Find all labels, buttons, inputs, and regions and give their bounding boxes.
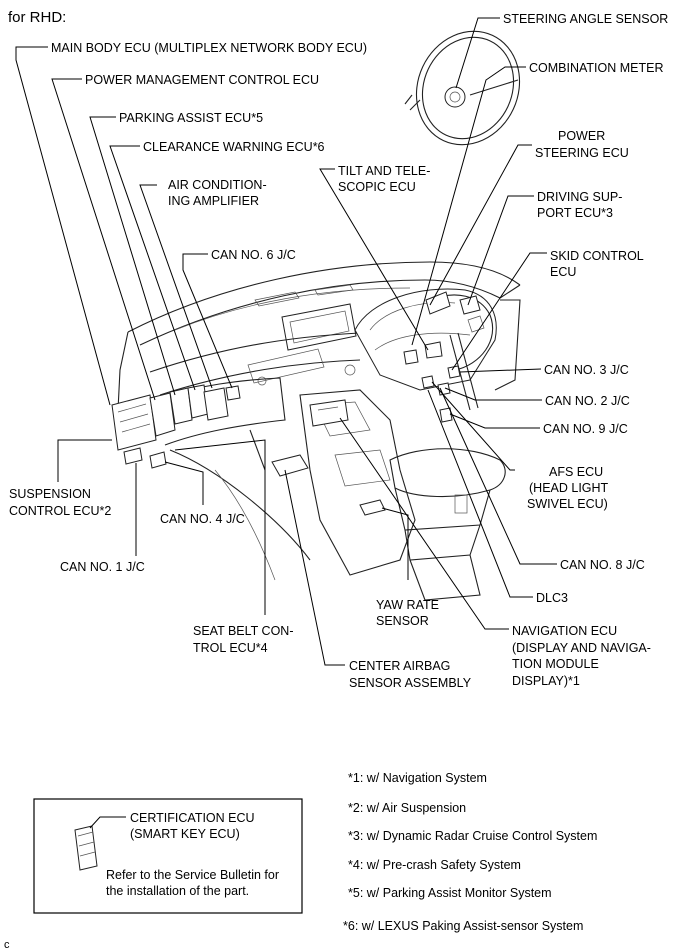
label-can-no4: CAN NO. 4 J/C <box>160 512 245 526</box>
label-dlc3: DLC3 <box>536 591 568 605</box>
label-navigation-2: (DISPLAY AND NAVIGA- <box>512 641 651 655</box>
label-steering-angle-sensor: STEERING ANGLE SENSOR <box>503 12 668 26</box>
label-suspension-1: SUSPENSION <box>9 487 91 501</box>
can-no1-jc-box <box>123 447 143 465</box>
label-yaw-rate-1: YAW RATE <box>376 598 439 612</box>
label-afs-ecu-2: (HEAD LIGHT <box>529 481 609 495</box>
heading: for RHD: <box>8 9 66 26</box>
label-tilt-telescopic-1: TILT AND TELE- <box>338 164 430 178</box>
dashboard-illustration <box>117 261 521 601</box>
label-air-conditioning-1: AIR CONDITION- <box>168 178 267 192</box>
label-air-conditioning-2: ING AMPLIFIER <box>168 194 259 208</box>
label-afs-ecu-3: SWIVEL ECU) <box>527 497 608 511</box>
can-no4-jc-box <box>149 451 167 469</box>
label-afs-ecu-1: AFS ECU <box>549 465 603 479</box>
label-navigation-3: TION MODULE <box>512 657 599 671</box>
label-driving-support-1: DRIVING SUP- <box>537 190 622 204</box>
labels: for RHD: STEERING ANGLE SENSOR MAIN BODY… <box>8 9 668 690</box>
label-parking-assist-ecu: PARKING ASSIST ECU*5 <box>119 111 263 125</box>
label-can-no1: CAN NO. 1 J/C <box>60 560 145 574</box>
label-seat-belt-2: TROL ECU*4 <box>193 641 268 655</box>
label-skid-control-1: SKID CONTROL <box>550 249 644 263</box>
footnote-4: *4: w/ Pre-crash Safety System <box>348 858 521 872</box>
footnote-6: *6: w/ LEXUS Paking Assist-sensor System <box>343 919 583 933</box>
label-clearance-warning-ecu: CLEARANCE WARNING ECU*6 <box>143 140 325 154</box>
label-navigation-1: NAVIGATION ECU <box>512 624 617 638</box>
label-skid-control-2: ECU <box>550 265 576 279</box>
footnote-1: *1: w/ Navigation System <box>348 771 487 785</box>
certification-ecu-box: CERTIFICATION ECU (SMART KEY ECU) Refer … <box>33 798 303 914</box>
footnote-2: *2: w/ Air Suspension <box>348 801 466 815</box>
footnotes: *1: w/ Navigation System *2: w/ Air Susp… <box>343 771 597 933</box>
label-can-no8: CAN NO. 8 J/C <box>560 558 645 572</box>
label-center-airbag-2: SENSOR ASSEMBLY <box>349 676 472 690</box>
footnote-5: *5: w/ Parking Assist Monitor System <box>348 886 552 900</box>
label-power-steering-ecu-2: STEERING ECU <box>535 146 629 160</box>
label-seat-belt-1: SEAT BELT CON- <box>193 624 294 638</box>
label-driving-support-2: PORT ECU*3 <box>537 206 613 220</box>
corner-mark: c <box>4 939 10 951</box>
label-suspension-2: CONTROL ECU*2 <box>9 504 111 518</box>
label-can-no6: CAN NO. 6 J/C <box>211 248 296 262</box>
certification-title-2: (SMART KEY ECU) <box>130 827 240 841</box>
leader-lines <box>15 17 557 666</box>
certification-title-1: CERTIFICATION ECU <box>130 811 255 825</box>
steering-wheel-inset <box>404 30 521 146</box>
label-power-steering-ecu-1: POWER <box>558 129 605 143</box>
label-navigation-4: DISPLAY)*1 <box>512 674 580 688</box>
label-main-body-ecu: MAIN BODY ECU (MULTIPLEX NETWORK BODY EC… <box>51 41 367 55</box>
can-no6-jc-box <box>225 385 241 401</box>
label-tilt-telescopic-2: SCOPIC ECU <box>338 180 416 194</box>
certification-ecu-icon <box>74 825 98 871</box>
left-ecu-cluster <box>111 384 241 469</box>
label-yaw-rate-2: SENSOR <box>376 614 429 628</box>
label-can-no3: CAN NO. 3 J/C <box>544 363 629 377</box>
label-can-no9: CAN NO. 9 J/C <box>543 422 628 436</box>
label-combination-meter: COMBINATION METER <box>529 61 664 75</box>
certification-note-2: the installation of the part. <box>106 884 249 898</box>
certification-note-1: Refer to the Service Bulletin for <box>106 868 279 882</box>
label-can-no2: CAN NO. 2 J/C <box>545 394 630 408</box>
footnote-3: *3: w/ Dynamic Radar Cruise Control Syst… <box>348 829 597 843</box>
label-center-airbag-1: CENTER AIRBAG <box>349 659 450 673</box>
label-power-management-ecu: POWER MANAGEMENT CONTROL ECU <box>85 73 319 87</box>
main-body-ecu-box <box>111 394 157 451</box>
